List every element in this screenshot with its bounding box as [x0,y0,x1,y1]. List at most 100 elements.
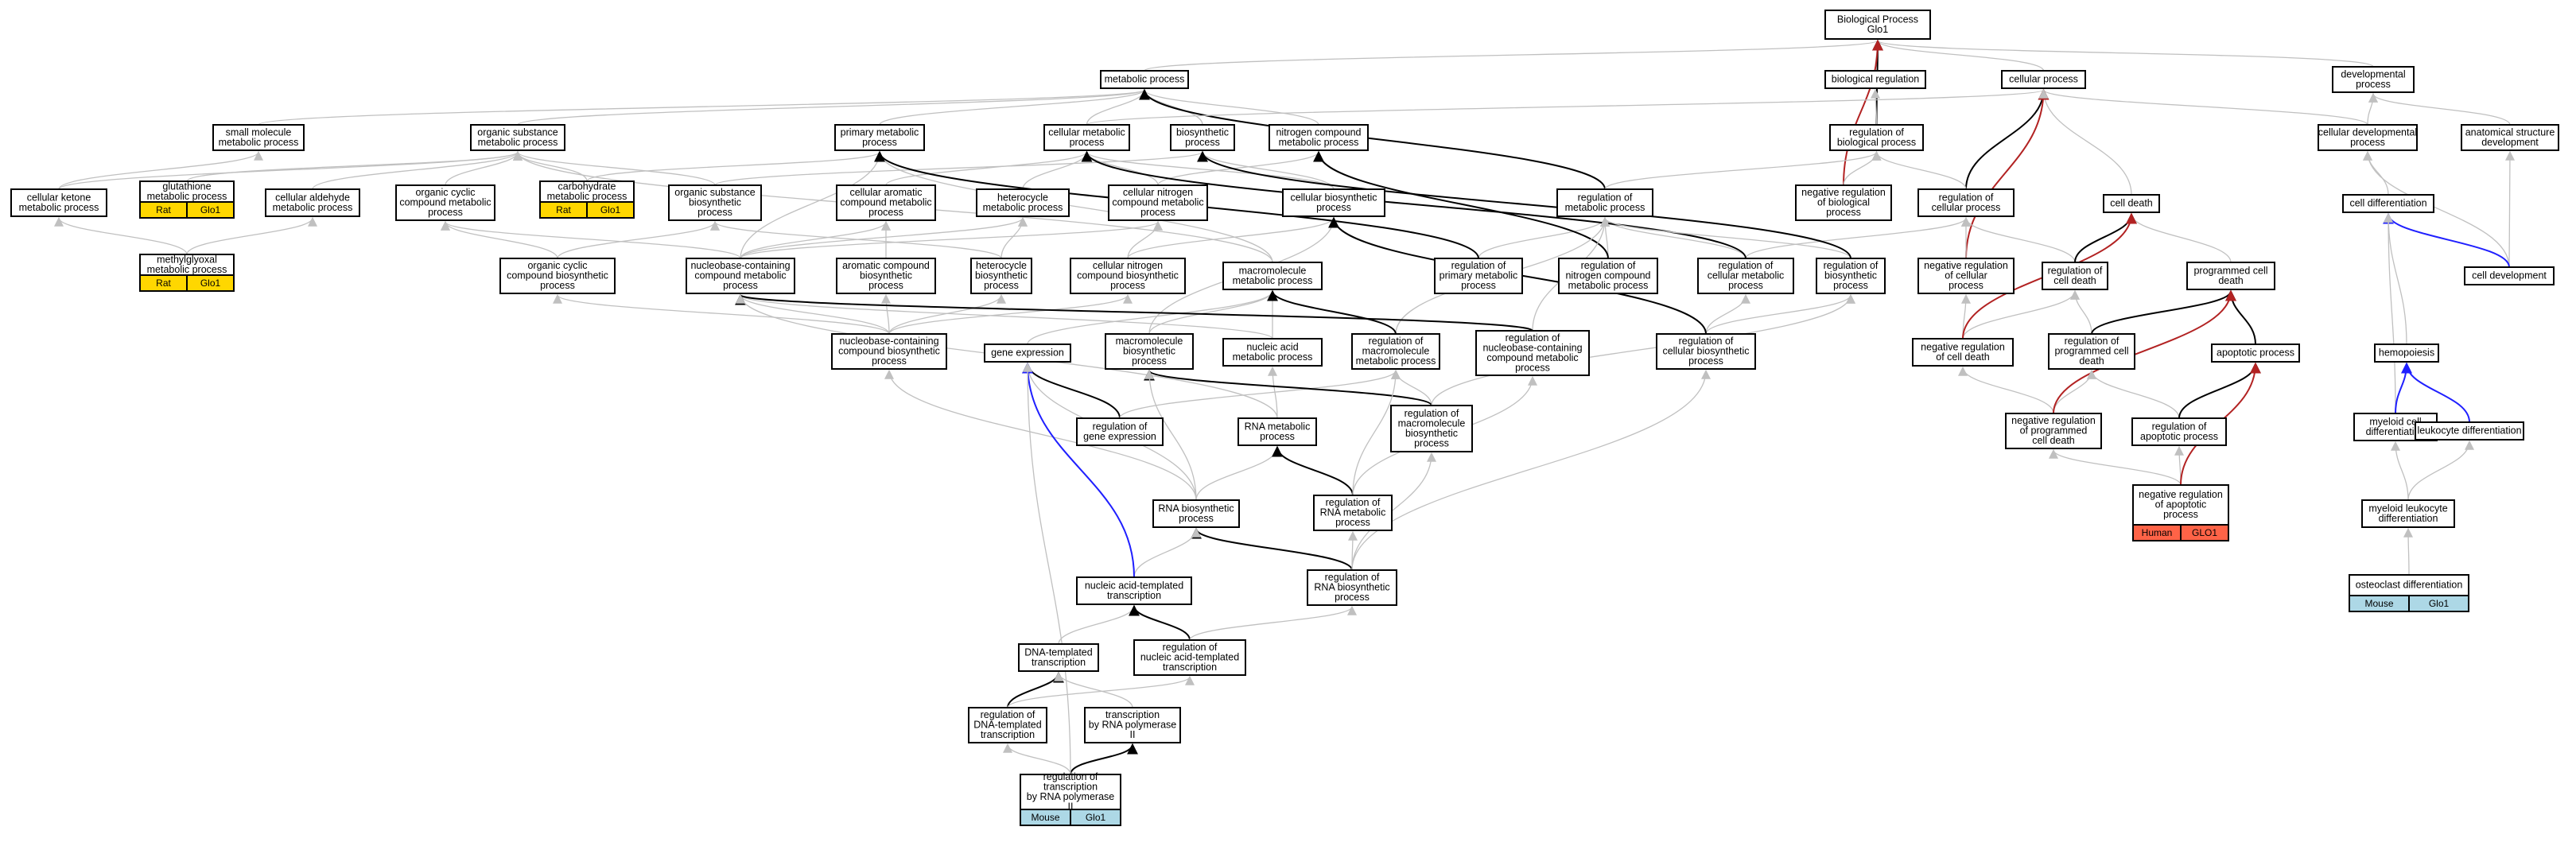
edge-osbp-to-osmp [513,150,716,186]
edge-nrcd-to-rcd [1962,289,2080,340]
go-term-node-rnbccmp[interactable]: regulation ofnucleobase-containingcompou… [1475,330,1590,376]
node-label-line: metabolic process [1568,280,1649,291]
gene-badge-label: Glo1 [200,204,221,215]
go-term-node-ge[interactable]: gene expression [984,343,1071,363]
node-label-line: regulation of [1325,572,1380,583]
go-term-node-cdev[interactable]: cell development [2464,266,2555,285]
node-box [2001,70,2086,89]
go-term-node-cp[interactable]: cellular process [2001,70,2086,89]
go-term-node-ld[interactable]: leukocyte differentiation [2415,421,2524,441]
node-label-line: cellular metabolic [1708,270,1785,281]
go-term-node-ap[interactable]: apoptotic process [2211,343,2300,363]
node-box [10,188,107,217]
node-label-line: developmental [2341,68,2405,80]
edge-namp-to-nbccmp [736,293,1273,340]
node-label-line: negative regulation [1801,187,1886,198]
edge-ge-to-mmp [1027,289,1277,345]
node-label-line: compound metabolic [840,197,931,208]
node-label-line: compound biosynthetic [1077,270,1179,281]
node-label-line: regulation of [2152,421,2207,432]
node-box [2005,413,2102,449]
node-label-line: by RNA polymerase [1089,720,1177,731]
go-term-node-rmbp[interactable]: regulation ofmacromoleculebiosyntheticpr… [1390,405,1473,452]
edge-camp-to-osmp [312,150,523,190]
go-term-node-breg[interactable]: biological regulation [1824,70,1926,89]
go-term-node-cd[interactable]: cell death [2103,194,2160,213]
edge-hbp-to-osbp [710,220,1002,259]
go-term-node-hemo[interactable]: hemopoiesis [2374,343,2439,363]
go-term-node-mp[interactable]: metabolic process [1100,70,1189,89]
node-label-line: process [1132,355,1167,367]
go-term-node-cdiff[interactable]: cell differentiation [2342,194,2434,213]
edge-rbsp-to-rmp [1600,216,1851,259]
node-label-line: cellular biosynthetic [1662,346,1749,357]
edge-cncbp-to-cbp [1127,216,1339,259]
edge-rmmp-to-mmp [1267,289,1397,335]
node-label-line: cellular nitrogen [1123,187,1193,198]
edge-rcd-to-rcp [1961,216,2076,263]
